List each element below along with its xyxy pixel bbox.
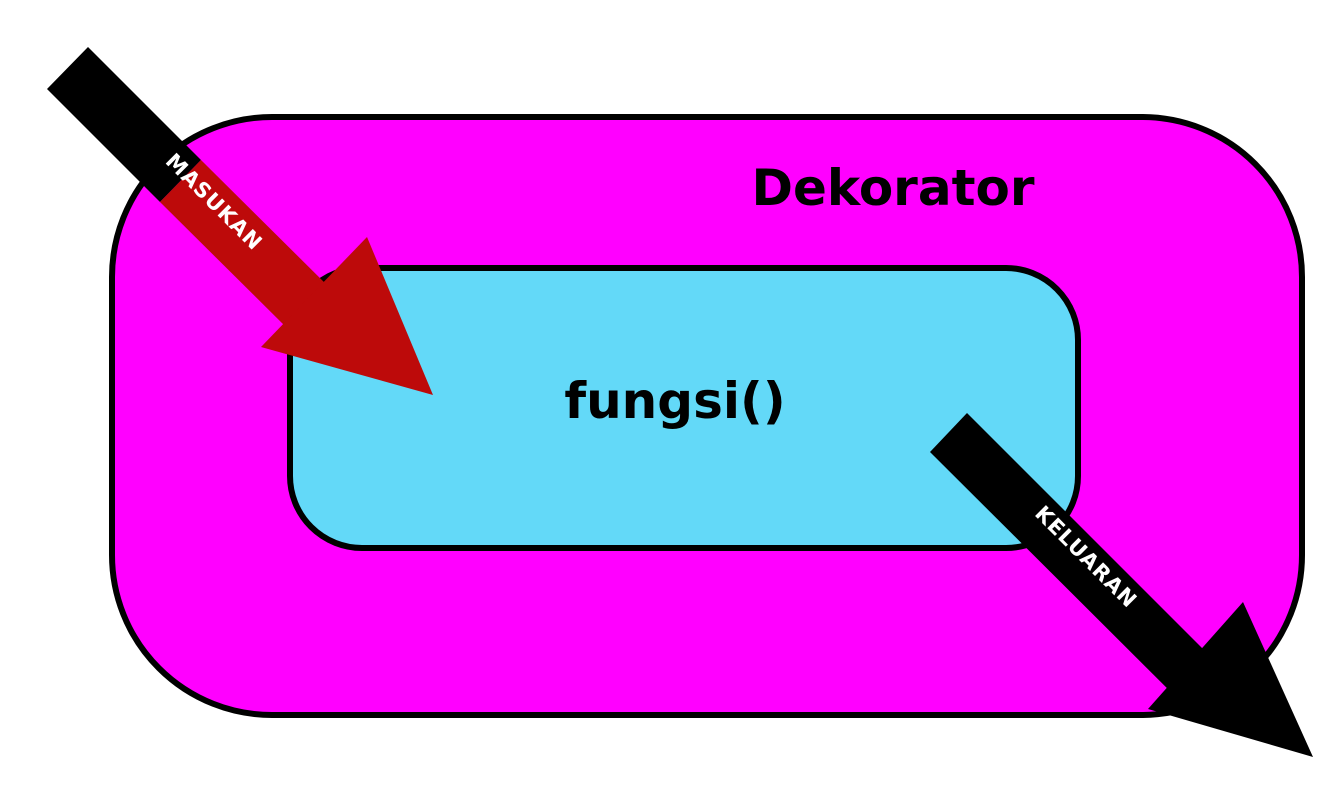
output-arrow-shaft: [930, 413, 1234, 718]
input-arrow-head: [261, 237, 433, 395]
input-arrow-shaft: [160, 160, 336, 335]
function-label: fungsi(): [564, 372, 785, 430]
output-arrow-head: [1148, 602, 1313, 757]
decorator-label: Dekorator: [752, 159, 1035, 217]
input-arrow-tail: [47, 47, 201, 202]
function-box: [287, 265, 1081, 551]
